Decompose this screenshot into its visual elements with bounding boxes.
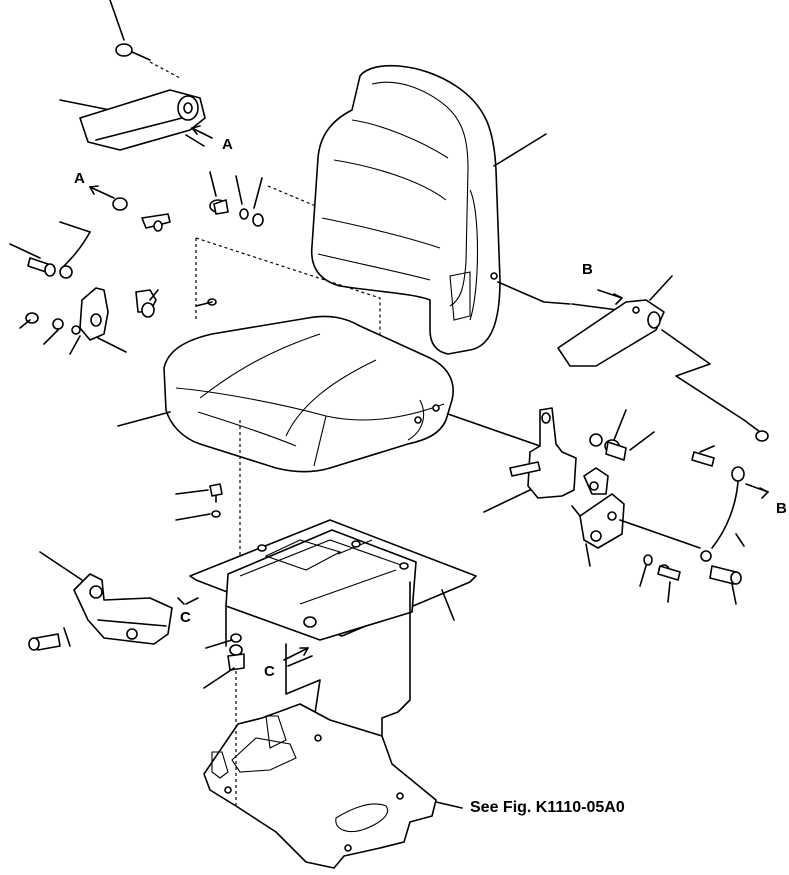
right-pivot-assembly: B — [447, 407, 787, 605]
left-pivot-bolt — [9, 243, 73, 279]
back-panel — [195, 237, 381, 336]
slide-lever: C — [28, 551, 199, 651]
arrow-a-upper: A — [185, 125, 233, 153]
callout-a-upper: A — [222, 136, 233, 153]
left-lever-washers — [19, 312, 81, 355]
backrest — [310, 64, 547, 355]
callout-a-left: A — [74, 170, 85, 187]
right-pivot-bolts — [589, 409, 655, 461]
right-lever-cable — [691, 445, 745, 605]
figure-reference: See Fig. K1110-05A0 — [470, 799, 625, 816]
callout-c-bottom: C — [264, 663, 275, 680]
callout-b-right: B — [582, 261, 593, 278]
seat-mount-bolts — [175, 420, 241, 556]
right-armrest: B — [497, 261, 769, 442]
backrest-hardware — [209, 171, 331, 227]
base-frame — [203, 581, 463, 869]
armrest-bolt-top — [115, 43, 151, 61]
base-nut-stack: C — [203, 633, 313, 689]
left-pivot-assembly: A — [9, 170, 171, 355]
seat-slide-base — [189, 519, 477, 641]
left-armrest — [59, 0, 206, 151]
callout-c-left: C — [180, 609, 191, 626]
left-clip — [135, 289, 159, 318]
seat-cushion — [117, 315, 454, 473]
right-washers — [639, 554, 681, 603]
callout-b-far-right: B — [776, 500, 787, 517]
